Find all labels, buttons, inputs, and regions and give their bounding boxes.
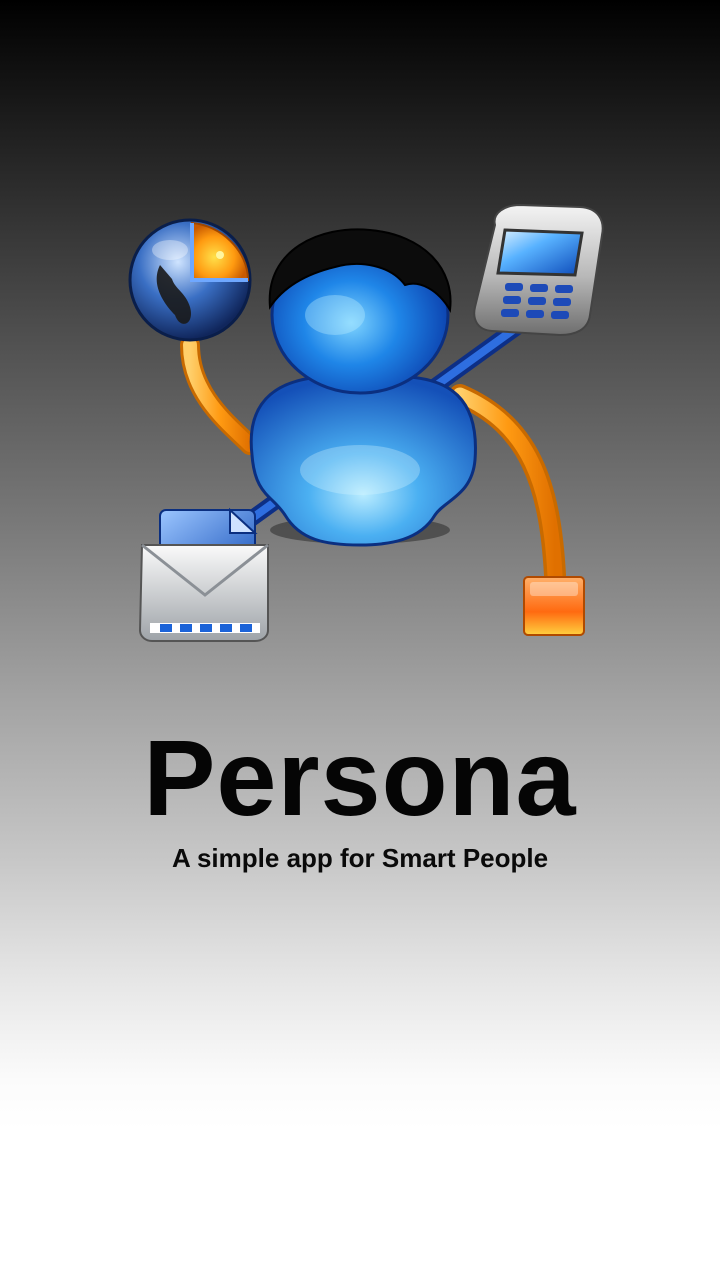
mail-inbox-icon bbox=[138, 507, 269, 642]
app-title: Persona bbox=[143, 717, 577, 838]
globe-icon bbox=[128, 218, 252, 342]
orange-connector-left bbox=[180, 335, 260, 455]
persona-illustration bbox=[120, 195, 620, 655]
mobile-phone-icon bbox=[473, 203, 604, 337]
person-icon bbox=[249, 228, 477, 547]
orange-connector-icon bbox=[523, 576, 585, 636]
phone-keypad bbox=[501, 283, 573, 319]
app-tagline: A simple app for Smart People bbox=[171, 843, 549, 873]
inbox-stripes bbox=[150, 623, 260, 633]
orange-connector-right bbox=[449, 384, 566, 586]
